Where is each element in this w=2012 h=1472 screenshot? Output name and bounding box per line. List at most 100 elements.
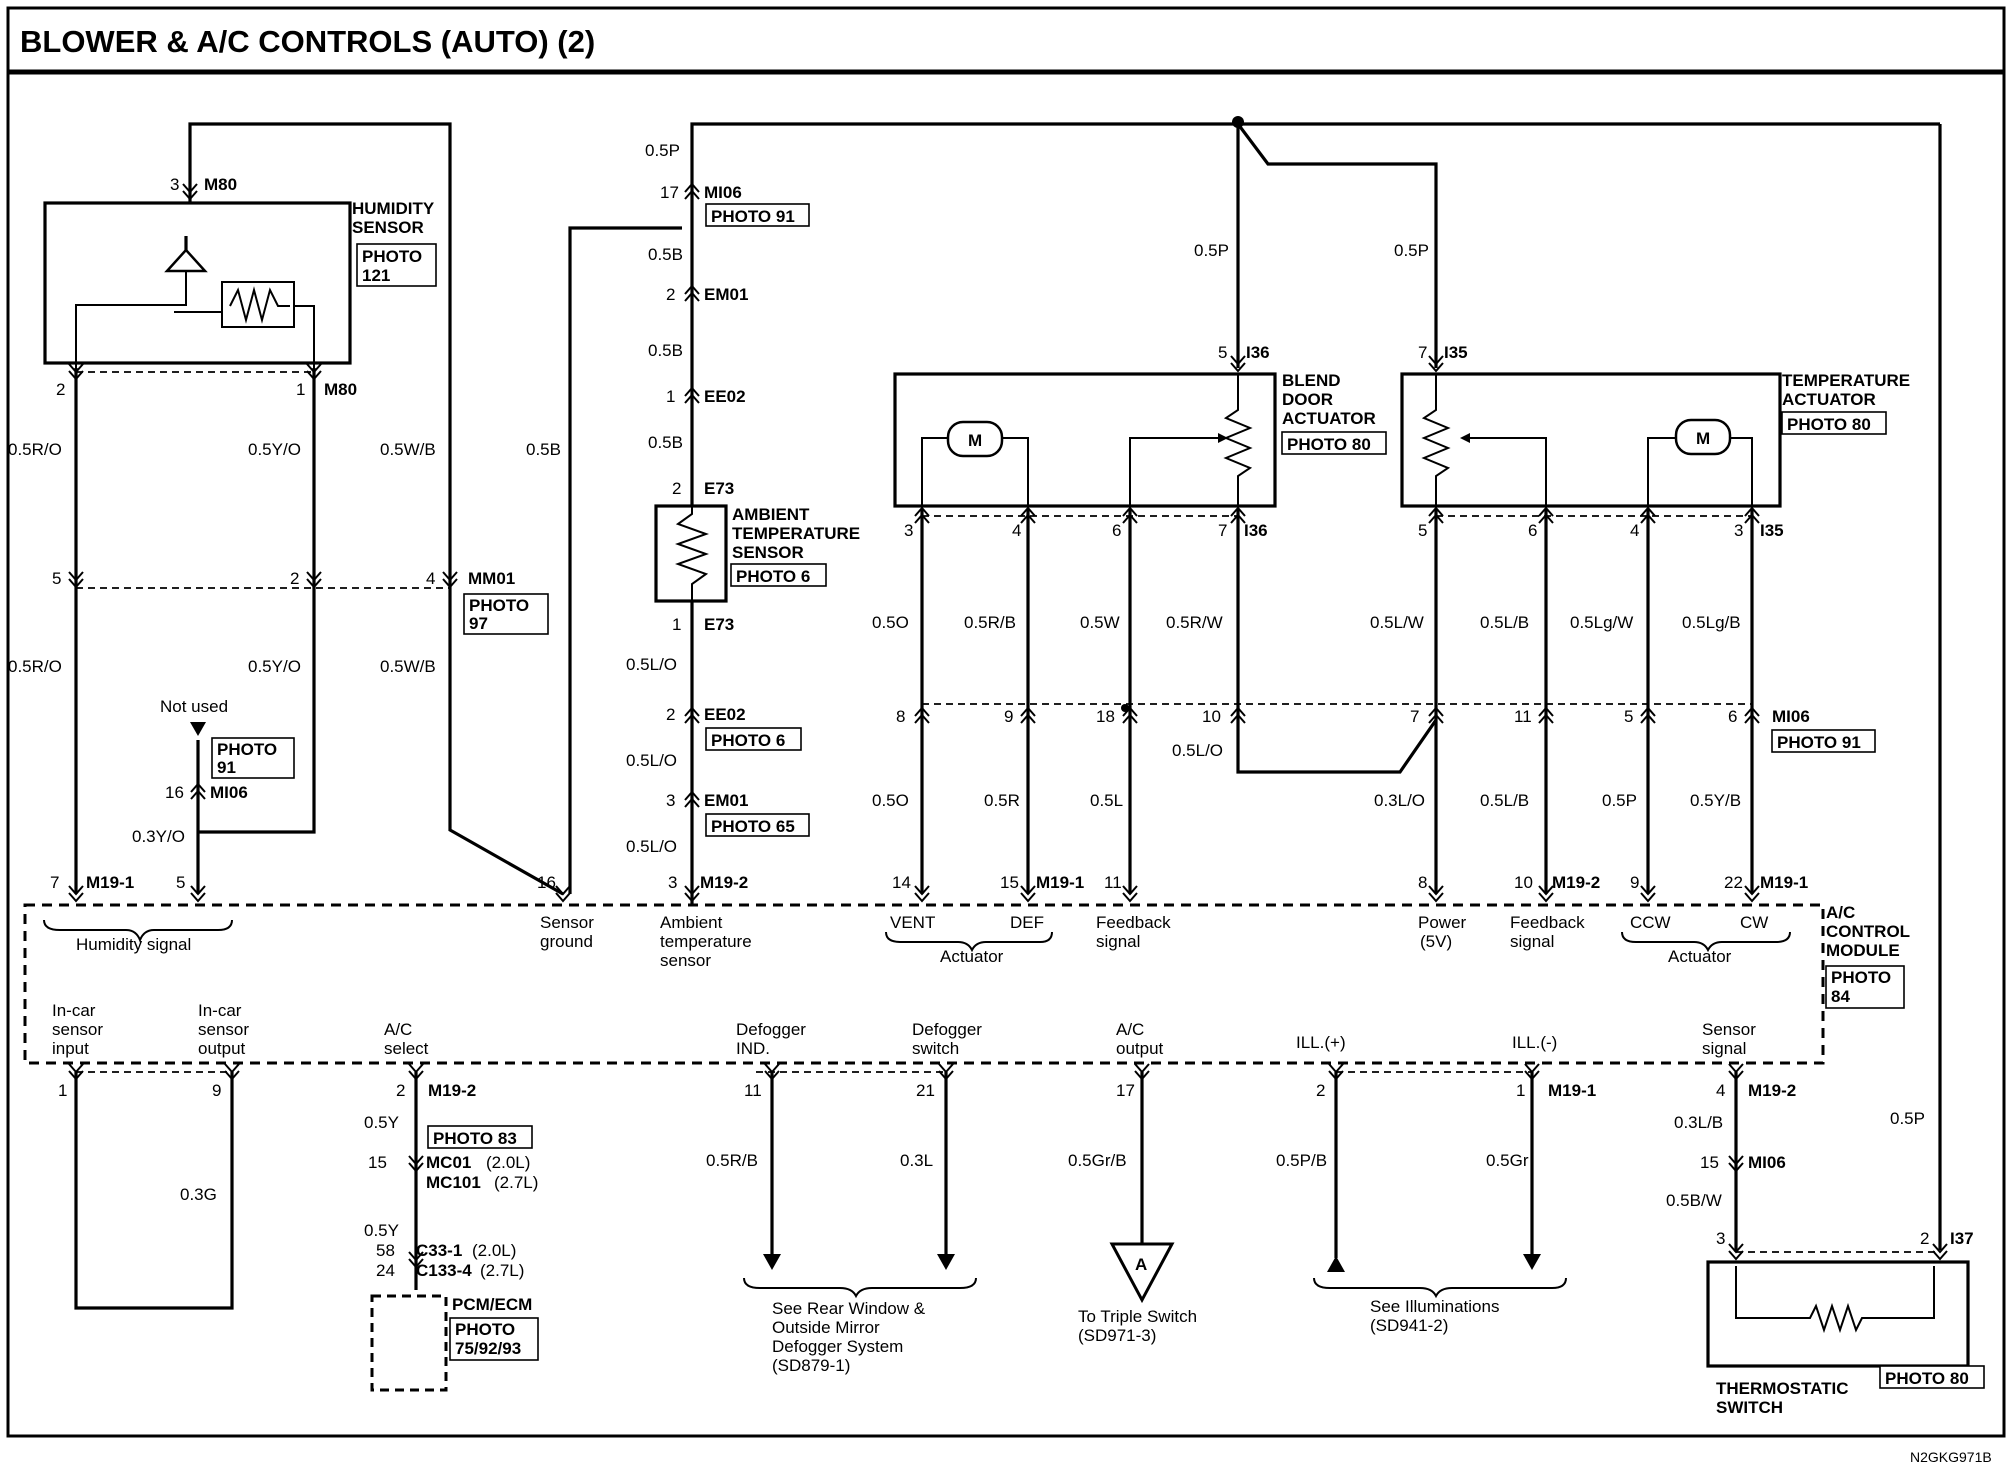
svg-text:I35: I35 [1760,521,1784,540]
svg-text:M19-2: M19-2 [1748,1081,1796,1100]
svg-text:0.5L/O: 0.5L/O [626,655,677,674]
pcm-ecm [370,1294,448,1392]
svg-text:PHOTO 91: PHOTO 91 [711,207,795,226]
svg-text:11: 11 [1514,707,1532,726]
svg-text:6: 6 [1112,521,1121,540]
illumination-reference: See Illuminations(SD941-2) [1370,1297,1499,1335]
svg-text:0.5L/B: 0.5L/B [1480,791,1529,810]
temperature-actuator: M [1400,372,1782,510]
not-used-label: Not used [160,697,228,716]
svg-text:0.5P: 0.5P [1890,1109,1925,1128]
svg-text:MC101: MC101 [426,1173,481,1192]
svg-text:16: 16 [165,783,184,802]
svg-text:CCW: CCW [1630,913,1671,932]
svg-text:2: 2 [396,1081,405,1100]
svg-text:CW: CW [1740,913,1768,932]
svg-text:Actuator: Actuator [1668,947,1732,966]
svg-text:0.5B/W: 0.5B/W [1666,1191,1722,1210]
svg-text:MI06: MI06 [704,183,742,202]
svg-text:0.5W/B: 0.5W/B [380,440,436,459]
svg-text:I37: I37 [1950,1229,1974,1248]
svg-text:0.5B: 0.5B [648,245,683,264]
svg-text:6: 6 [1528,521,1537,540]
svg-text:C33-1: C33-1 [416,1241,462,1260]
svg-text:9: 9 [212,1081,221,1100]
humidity-signal-label: Humidity signal [76,935,191,954]
svg-text:22: 22 [1724,873,1743,892]
svg-text:15: 15 [368,1153,387,1172]
svg-text:1: 1 [296,380,305,399]
svg-text:0.5R/O: 0.5R/O [8,440,62,459]
diagram-title: BLOWER & A/C CONTROLS (AUTO) (2) [20,24,595,59]
svg-text:0.5B: 0.5B [526,440,561,459]
svg-text:16: 16 [537,873,556,892]
svg-text:0.5R/B: 0.5R/B [706,1151,758,1170]
svg-text:PHOTO 80: PHOTO 80 [1287,435,1371,454]
svg-text:I35: I35 [1444,343,1468,362]
triple-switch-ref [1109,1242,1175,1304]
svg-text:4: 4 [1716,1081,1725,1100]
svg-text:0.5Y/O: 0.5Y/O [248,657,301,676]
ac-control-module [23,903,1825,1065]
svg-text:9: 9 [1630,873,1639,892]
wire-b-ground [568,226,682,894]
svg-text:VENT: VENT [890,913,935,932]
svg-text:0.3G: 0.3G [180,1185,217,1204]
svg-text:0.3L/B: 0.3L/B [1674,1113,1723,1132]
svg-text:1: 1 [1516,1081,1525,1100]
svg-text:5: 5 [1218,343,1227,362]
svg-text:0.5R/W: 0.5R/W [1166,613,1223,632]
svg-text:2: 2 [1920,1229,1929,1248]
svg-text:2: 2 [666,705,675,724]
svg-text:10: 10 [1202,707,1221,726]
svg-text:10: 10 [1514,873,1533,892]
svg-text:M: M [1696,429,1710,448]
svg-text:0.5P/B: 0.5P/B [1276,1151,1327,1170]
svg-text:I36: I36 [1244,521,1268,540]
svg-text:EM01: EM01 [704,791,748,810]
svg-text:7: 7 [50,873,59,892]
svg-text:0.5P: 0.5P [645,141,680,160]
svg-text:17: 17 [660,183,679,202]
svg-text:5: 5 [1624,707,1633,726]
svg-text:0.5L: 0.5L [1090,791,1123,810]
svg-text:A: A [1135,1255,1147,1274]
svg-text:9: 9 [1004,707,1013,726]
svg-text:0.5B: 0.5B [648,341,683,360]
svg-text:(5V): (5V) [1420,932,1452,951]
svg-text:M19-1: M19-1 [1036,873,1084,892]
svg-text:11: 11 [744,1081,762,1100]
svg-text:0.3L: 0.3L [900,1151,933,1170]
svg-text:0.5R/O: 0.5R/O [8,657,62,676]
svg-text:MI06: MI06 [1772,707,1810,726]
svg-text:0.5W/B: 0.5W/B [380,657,436,676]
svg-text:E73: E73 [704,615,734,634]
svg-text:3: 3 [1734,521,1743,540]
page-border [6,6,2006,1438]
svg-text:PHOTO 80: PHOTO 80 [1787,415,1871,434]
wire-p-top [690,122,1508,905]
svg-text:2: 2 [666,285,675,304]
svg-text:24: 24 [376,1261,395,1280]
svg-text:17: 17 [1116,1081,1135,1100]
svg-text:1: 1 [672,615,681,634]
svg-text:3: 3 [666,791,675,810]
svg-text:21: 21 [916,1081,935,1100]
svg-text:M19-1: M19-1 [1548,1081,1596,1100]
svg-text:3: 3 [1716,1229,1725,1248]
svg-text:EE02: EE02 [704,387,746,406]
svg-text:PHOTO 80: PHOTO 80 [1885,1369,1969,1388]
wire-wb [188,122,564,896]
wire-incar-g [74,1072,234,1310]
svg-text:15: 15 [1700,1153,1719,1172]
